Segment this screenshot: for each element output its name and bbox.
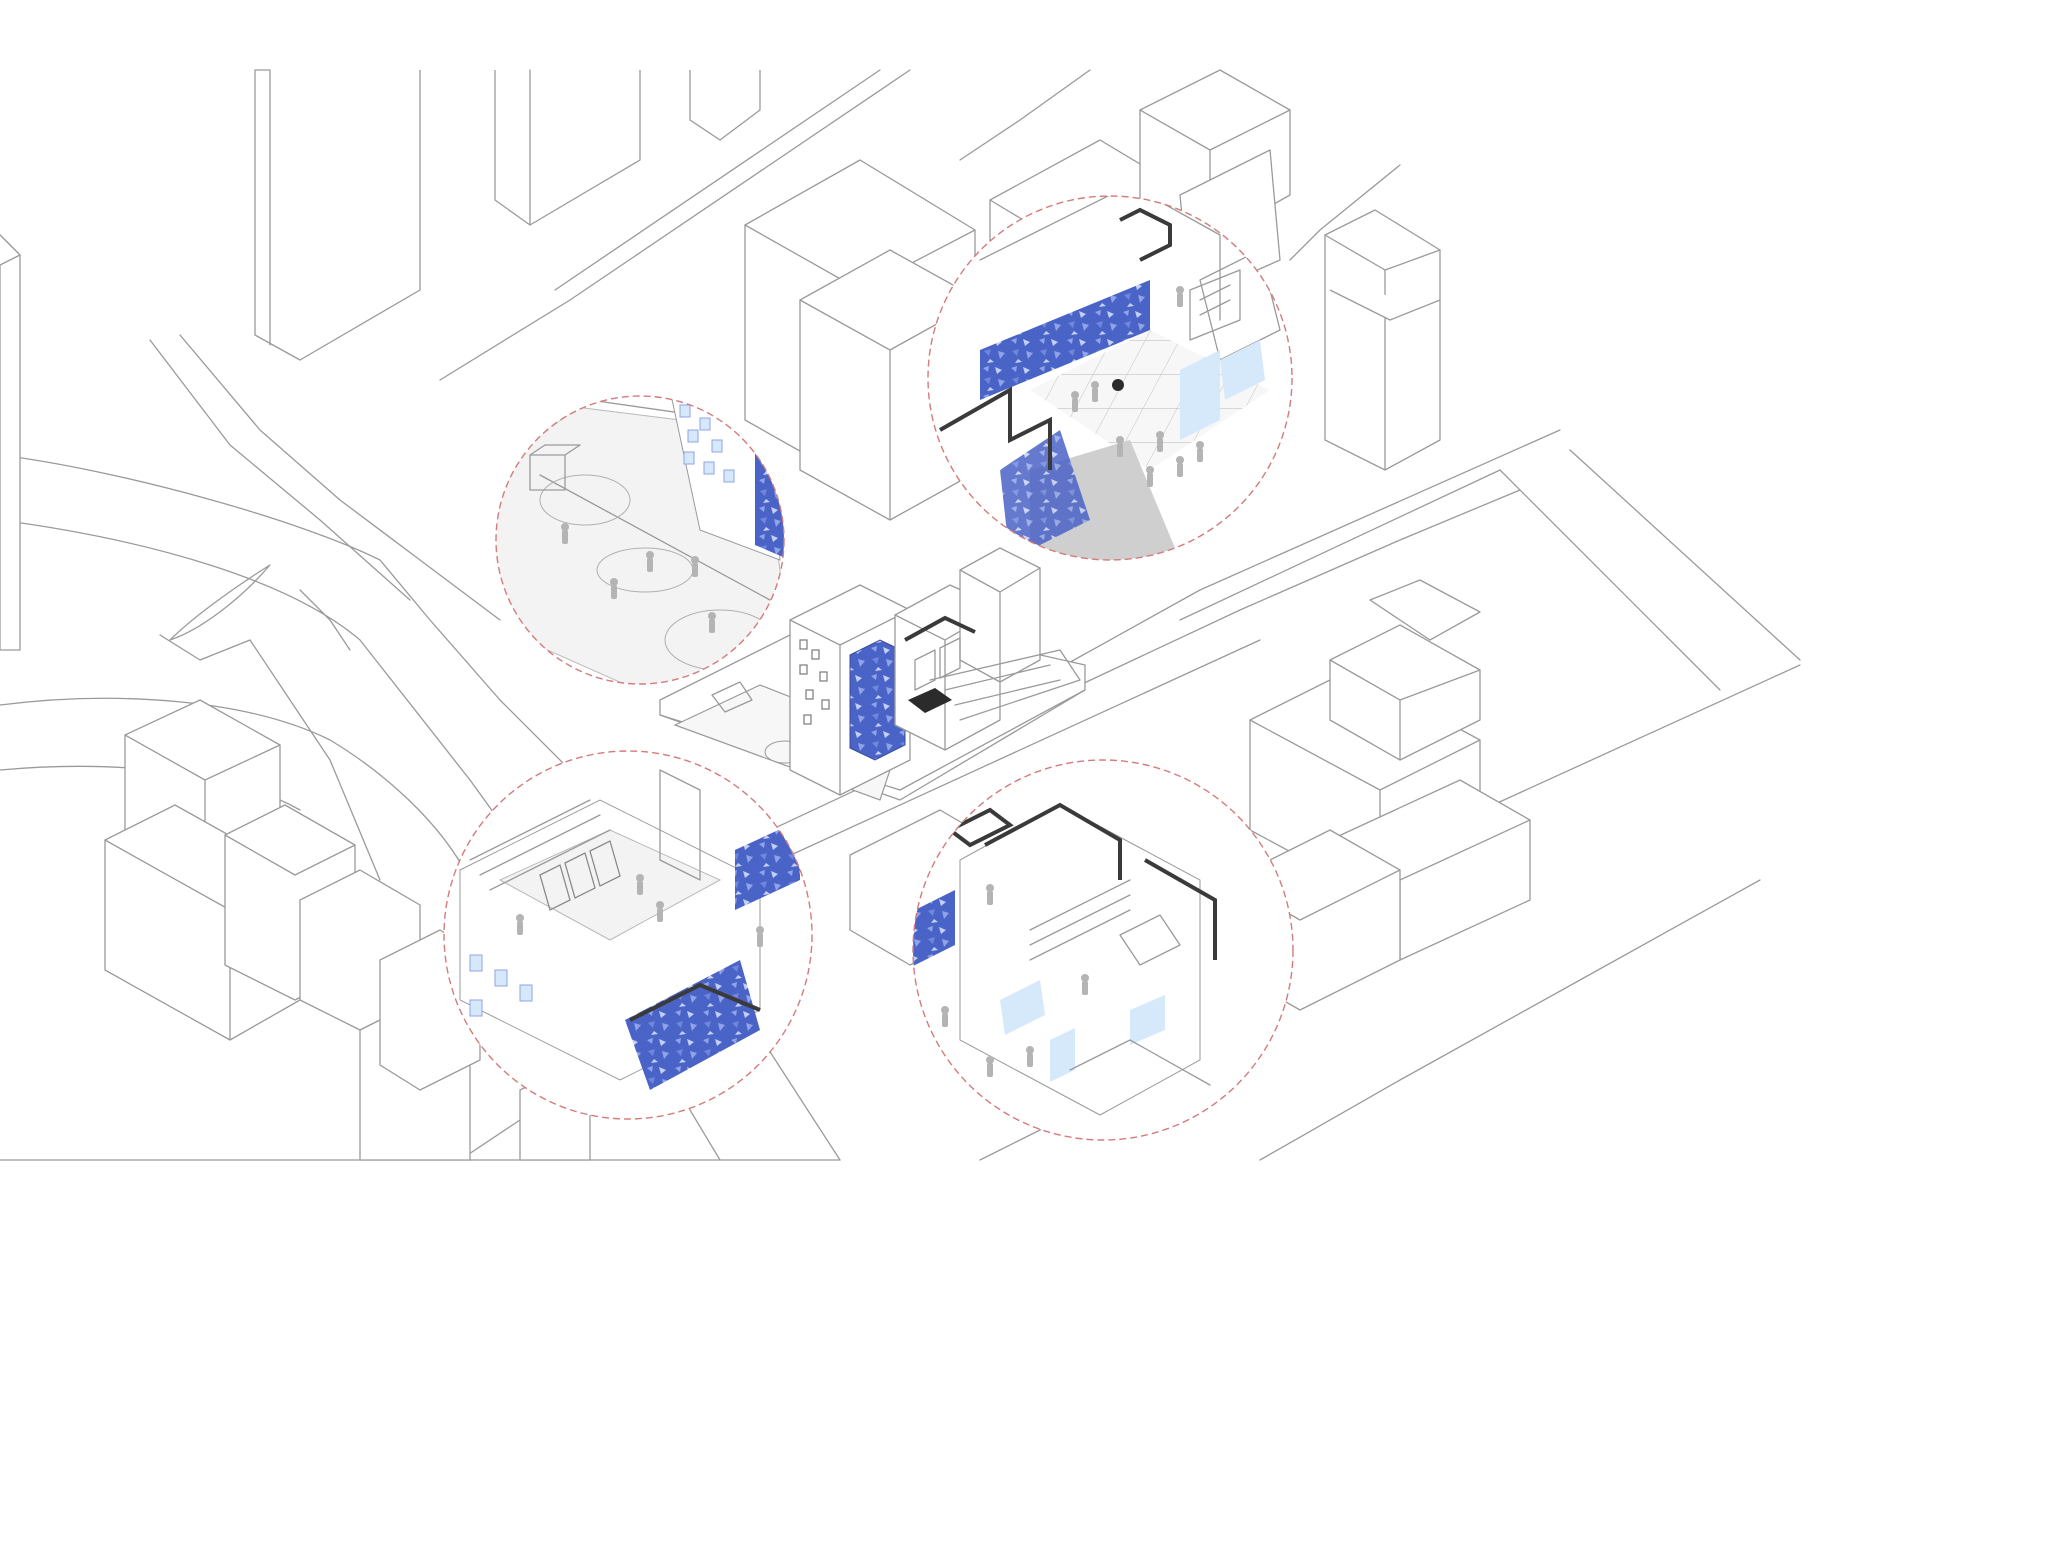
school-building — [659, 547, 1086, 801]
callout-roof-level-library — [912, 759, 1294, 1141]
mosaic-tower — [849, 639, 906, 761]
callout-sports-court — [495, 395, 785, 685]
callout-reading-room — [443, 750, 813, 1120]
callout-upper-floor-hall — [927, 195, 1293, 561]
